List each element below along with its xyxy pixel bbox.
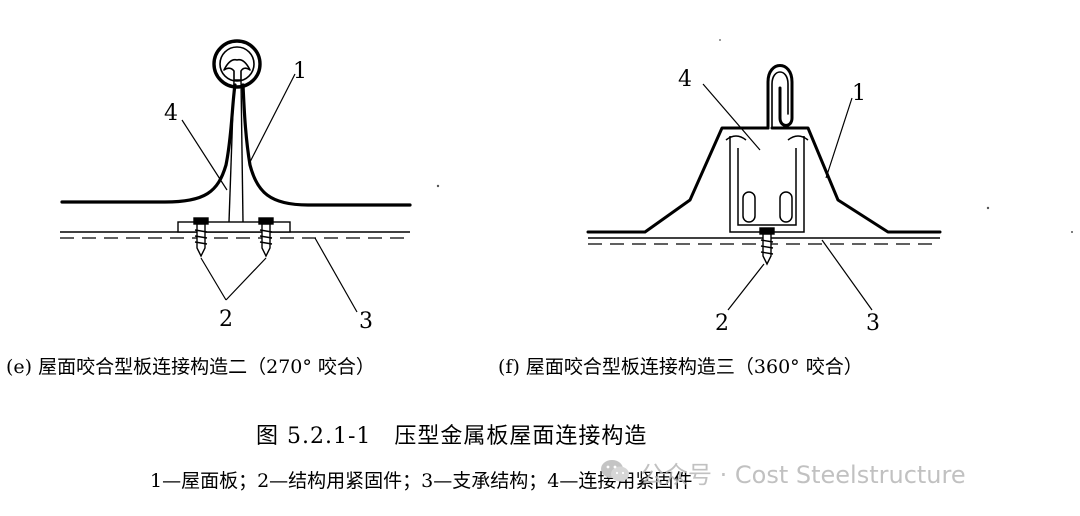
figure-e-drawing: 1 4 2 3: [60, 39, 412, 334]
watermark-text: 公众号 · Cost Steelstructure: [640, 461, 966, 489]
roof-panel-e: [60, 39, 412, 207]
label-1-e: 1: [293, 59, 307, 84]
caption-figure-f: (f) 屋面咬合型板连接构造三（360° 咬合）: [498, 356, 863, 378]
label-4-e: 4: [164, 101, 178, 126]
clip-e: [177, 79, 291, 233]
label-1-f: 1: [852, 81, 866, 106]
label-4-f: 4: [678, 67, 692, 92]
caption-figure-e: (e) 屋面咬合型板连接构造二（270° 咬合）: [6, 356, 375, 378]
figure-title: 图 5.2.1-1 压型金属板屋面连接构造: [256, 424, 648, 449]
fastener-f: [759, 227, 775, 266]
label-3-f: 3: [866, 311, 880, 336]
fasteners-e: [193, 217, 274, 258]
roof-panel-f: [586, 64, 942, 234]
figure-f-drawing: 4 1 2 3: [586, 64, 942, 336]
roof-panel-diagram: 1 4 2 3: [60, 39, 1073, 336]
leader-lines-e: [181, 73, 358, 313]
label-2-e: 2: [219, 307, 233, 332]
figure-legend: 1—屋面板；2—结构用紧固件；3—支承结构；4—连接用紧固件: [150, 470, 693, 492]
support-structure-e: [60, 231, 410, 239]
label-2-f: 2: [715, 311, 729, 336]
wechat-icon: [601, 460, 629, 482]
leader-lines-f: [702, 83, 873, 311]
clip-f: [725, 135, 809, 233]
scan-specks: [436, 39, 1073, 233]
label-3-e: 3: [359, 309, 373, 334]
